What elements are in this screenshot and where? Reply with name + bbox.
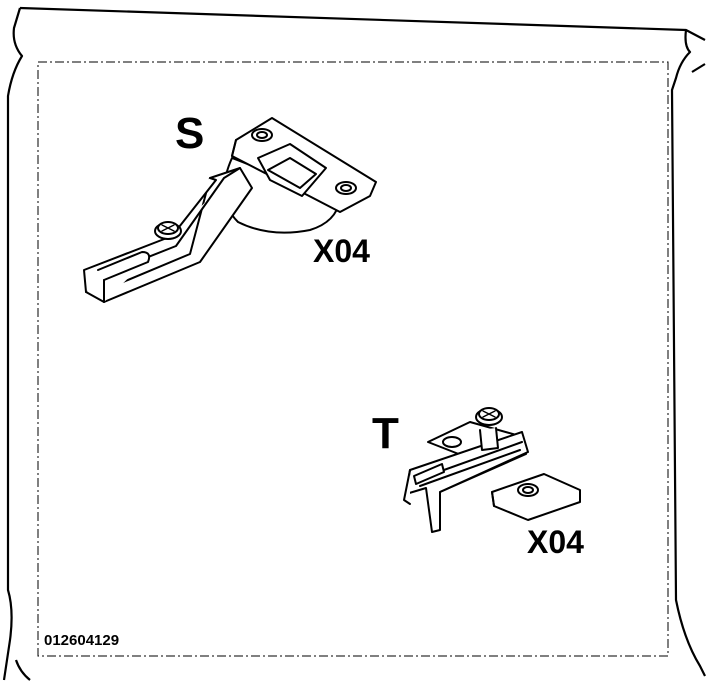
- part-s-quantity: X04: [313, 233, 370, 269]
- part-t-quantity: X04: [527, 524, 584, 560]
- mounting-plate-icon: [403, 407, 581, 533]
- part-t-letter: T: [372, 409, 399, 458]
- hinge-arm-icon: [83, 117, 377, 303]
- inner-dash-dot-border: [37, 61, 669, 657]
- parts-bag-outline: [2, 6, 706, 681]
- article-number: 012604129: [44, 632, 119, 649]
- part-s-letter: S: [175, 109, 204, 158]
